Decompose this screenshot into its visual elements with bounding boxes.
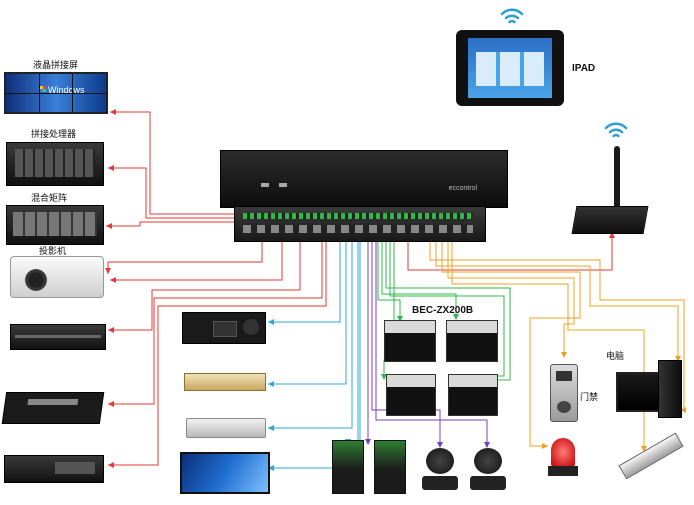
table-box-3 (386, 374, 436, 416)
table-box-1 (384, 320, 436, 362)
access-control-label: 门禁 (580, 393, 599, 403)
controller-rear-panel (234, 206, 486, 242)
access-control-image (550, 364, 578, 422)
video-processor-image (4, 455, 104, 483)
amplifier-image (182, 312, 266, 344)
central-controller-image: eccontrol (220, 150, 508, 208)
lcd-wall-label: 液晶拼接屏 (33, 61, 79, 71)
pc-label: 电脑 (606, 352, 625, 362)
panel-model-label: BEC-ZX200B (412, 305, 474, 316)
hybrid-matrix-image (6, 205, 104, 245)
alarm-light-image (548, 438, 578, 478)
tuner-image (184, 373, 266, 391)
windows-text: Windows (48, 85, 85, 95)
antenna-image (614, 146, 620, 210)
hybrid-matrix-label: 混合矩阵 (31, 194, 68, 204)
windows-logo-icon (40, 86, 46, 92)
ipad-image (456, 30, 564, 106)
wifi-icon (604, 118, 628, 142)
wireless-transceiver-image (571, 206, 649, 234)
table-box-2 (446, 320, 498, 362)
red-wires (106, 111, 613, 466)
tv-image (180, 452, 270, 494)
table-box-4 (448, 374, 498, 416)
splice-processor-label: 拼接处理器 (31, 130, 77, 140)
brand-label: eccontrol (448, 185, 477, 192)
power-sequencer-image (1, 392, 105, 424)
ipad-label: IPAD (572, 63, 596, 74)
ptz-camera-1 (418, 448, 462, 492)
pc-monitor-image (616, 372, 664, 412)
wifi-icon (500, 4, 524, 28)
dvd-player-image (186, 418, 266, 438)
lift-monitor-1 (332, 440, 364, 494)
ptz-camera-2 (466, 448, 510, 492)
pc-tower-image (658, 360, 682, 418)
projector-label: 投影机 (39, 247, 67, 257)
lift-monitor-2 (374, 440, 406, 494)
projector-image (10, 256, 104, 298)
lcd-wall-image: Windows (4, 72, 108, 114)
audio-processor-image (10, 324, 106, 350)
splice-processor-image (6, 142, 104, 186)
